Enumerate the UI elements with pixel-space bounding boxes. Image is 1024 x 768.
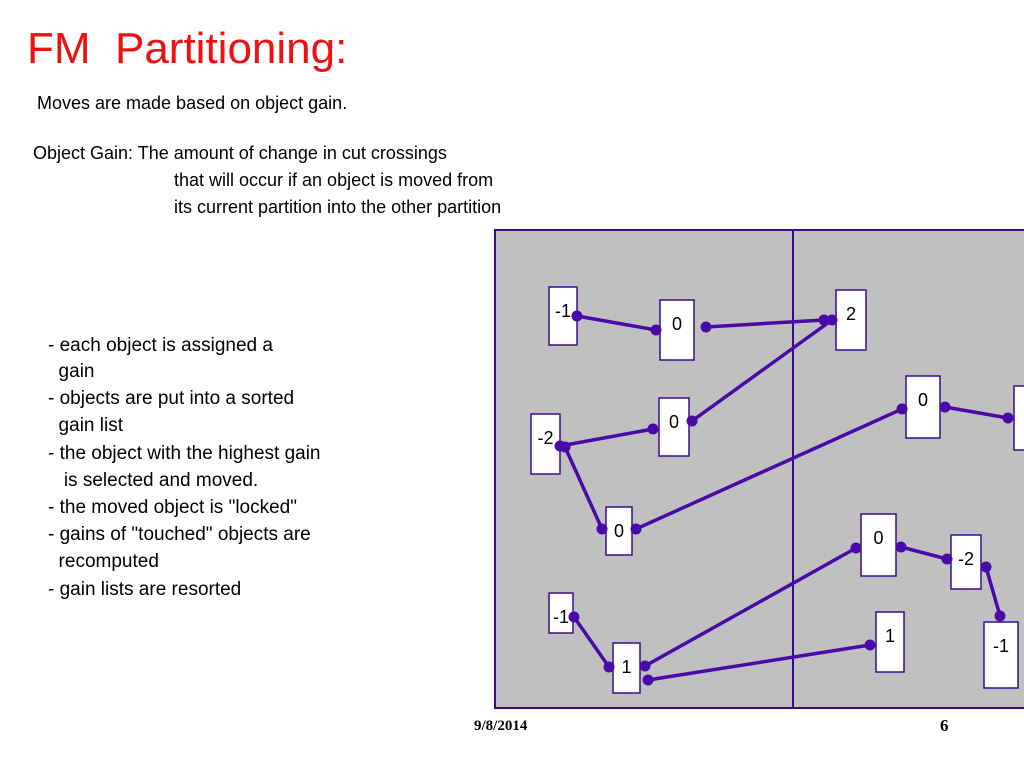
net-edge-2 [704,318,826,329]
net-edge-8 [572,615,611,669]
bullet-line-2: gain [48,361,95,382]
net-edge-11 [899,545,949,561]
gain-label-n5: -2 [537,428,553,448]
gain-label-n9: -2 [958,549,974,569]
net-edge-4 [558,427,655,448]
net-terminal-9a [639,660,651,672]
net-terminal-9b [850,542,862,554]
subtitle: Moves are made based on object gain. [37,93,348,113]
bullet-line-5: - the object with the highest gain [48,443,321,464]
bullet-line-9: recomputed [48,551,159,572]
net-terminal-10b [864,639,876,651]
object-node-n13 [983,621,1019,689]
gain-label-n13: -1 [993,636,1009,656]
definition-line-1: Object Gain: The amount of change in cut… [33,143,447,163]
gain-label-n3: 2 [846,304,856,324]
bullet-line-7: - the moved object is "locked" [48,497,297,518]
object-node-n4 [658,397,690,457]
object-node-n14 [1013,385,1024,451]
definition-line-2: that will occur if an object is moved fr… [174,170,494,190]
net-terminal-11b [941,553,953,565]
net-terminal-6a [630,523,642,535]
gain-label-n2: 0 [672,314,682,334]
net-terminal-2a [700,321,712,333]
net-edge-10 [646,643,872,682]
gain-label-n1: -1 [555,301,571,321]
net-edge-9 [643,546,858,668]
net-terminal-12a [980,561,992,573]
net-terminal-11a [895,541,907,553]
net-terminal-7b [1002,412,1014,424]
definition-line-3: its current partition into the other par… [174,197,502,217]
net-terminal-5a [559,441,571,453]
footer-page-number: 6 [940,716,949,735]
bullet-line-6: is selected and moved. [48,470,259,491]
net-edge-1 [575,314,658,332]
gain-label-n12: 1 [885,626,895,646]
object-node-n8 [860,513,897,577]
gain-label-n8: 0 [873,528,883,548]
net-terminal-3a [686,415,698,427]
gain-label-n10: -1 [553,607,569,627]
net-terminal-8b [603,661,615,673]
net-edge-6 [634,407,904,531]
bullet-line-10: - gain lists are resorted [48,579,242,600]
net-edge-5 [563,445,604,531]
bullet-line-4: gain list [48,415,123,436]
net-terminal-10a [642,674,654,686]
gain-label-n7: 0 [918,390,928,410]
net-edge-7 [943,405,1010,420]
object-node-n12 [875,611,905,673]
net-edge-3 [690,318,834,423]
slide-title: FM Partitioning: [27,24,348,73]
bullet-line-8: - gains of "touched" objects are [48,524,311,545]
gain-label-n4: 0 [669,412,679,432]
net-terminal-8a [568,611,580,623]
net-terminal-5b [596,523,608,535]
object-node-n10 [548,592,574,634]
gain-label-n6: 0 [614,521,624,541]
net-terminal-3b [826,314,838,326]
net-terminal-4b [647,423,659,435]
net-terminal-1b [650,324,662,336]
footer-date: 9/8/2014 [474,718,528,734]
net-terminal-6b [896,403,908,415]
bullet-line-1: - each object is assigned a [48,335,273,356]
net-terminal-12b [994,610,1006,622]
gain-label-n11: 1 [621,657,631,677]
net-terminal-7a [939,401,951,413]
bullet-line-3: - objects are put into a sorted [48,388,295,409]
net-terminal-1a [571,310,583,322]
net-edge-12 [984,565,1002,618]
